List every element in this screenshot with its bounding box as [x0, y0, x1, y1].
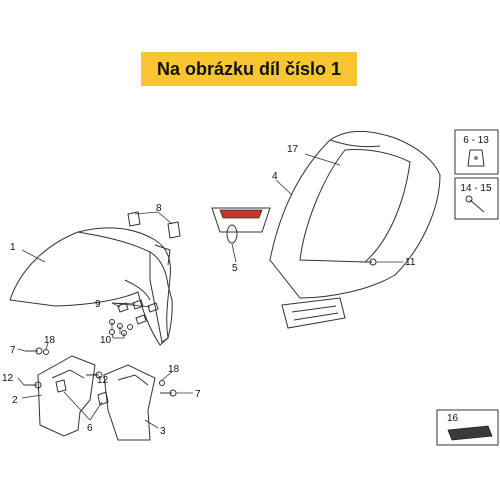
adhesive-pad-icon — [447, 425, 493, 441]
callout-11: 11 — [405, 257, 416, 268]
callout-5: 5 — [232, 263, 238, 274]
reflector-icon[interactable] — [211, 207, 271, 244]
side-box-clip-nut[interactable]: 6 - 13 — [454, 129, 499, 175]
screw-icon — [465, 195, 485, 213]
side-box-adhesive-pad[interactable]: 16 — [436, 409, 499, 446]
front-fender-icon[interactable] — [9, 227, 173, 346]
callout-10: 10 — [100, 335, 112, 346]
callout-9: 9 — [95, 299, 101, 310]
front-cover-icon[interactable] — [269, 130, 441, 329]
callout-12-right: 12 — [97, 375, 109, 386]
callout-8: 8 — [156, 203, 162, 214]
right-inner-shield-icon[interactable] — [97, 364, 156, 441]
callout-18-right: 18 — [168, 364, 180, 375]
callout-2: 2 — [12, 395, 18, 406]
clip-nut-icon — [467, 149, 485, 167]
callout-7-right: 7 — [195, 389, 201, 400]
callout-6: 6 — [87, 423, 93, 434]
left-inner-shield-icon[interactable] — [37, 355, 96, 437]
callout-12-left: 12 — [2, 373, 14, 384]
callout-4: 4 — [272, 171, 278, 182]
callout-17: 17 — [287, 144, 299, 155]
callout-7-left: 7 — [10, 345, 16, 356]
part-highlight-banner: Na obrázku díl číslo 1 — [141, 52, 357, 86]
side-box-1-label: 6 - 13 — [463, 135, 489, 146]
side-box-screw[interactable]: 14 - 15 — [454, 177, 499, 220]
callout-1: 1 — [10, 242, 16, 253]
side-box-2-label: 14 - 15 — [460, 183, 492, 194]
screw-set-icon[interactable] — [24, 258, 377, 397]
leader-lines — [17, 153, 403, 429]
side-box-3-label: 16 — [447, 413, 459, 424]
callout-18-left: 18 — [44, 335, 56, 346]
clip-pair-icon[interactable] — [127, 211, 181, 239]
callout-3: 3 — [160, 426, 166, 437]
